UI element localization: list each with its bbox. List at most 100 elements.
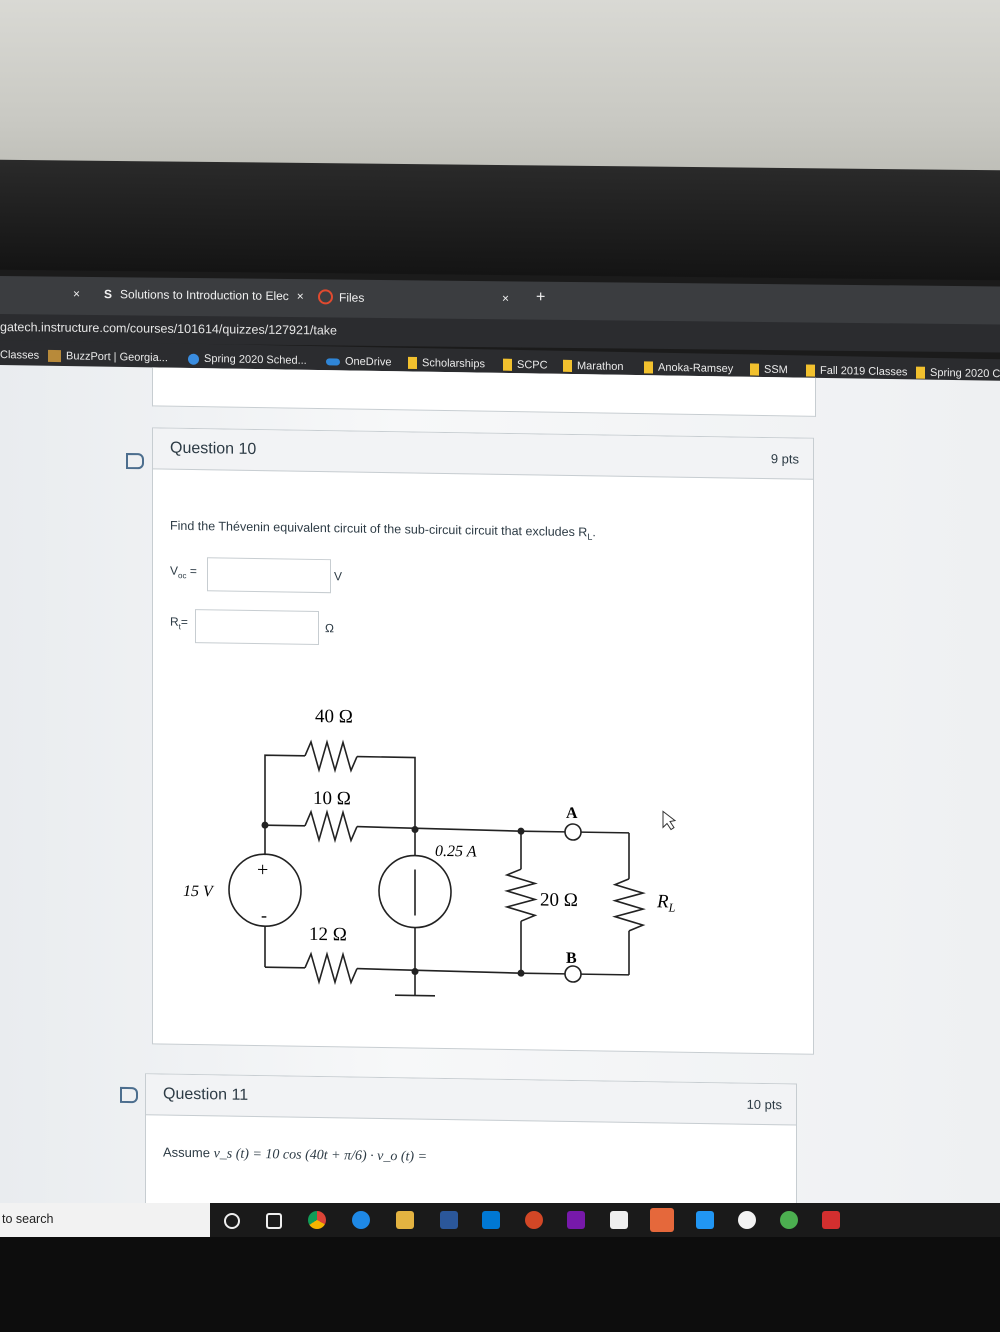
- bookmark-item[interactable]: SSM: [750, 363, 788, 376]
- close-tab-icon[interactable]: ×: [502, 291, 510, 306]
- tab-solutions[interactable]: S Solutions to Introduction to Elec ×: [104, 287, 304, 303]
- bookmark-item[interactable]: Fall 2019 Classes: [806, 364, 907, 378]
- globe-icon: [188, 353, 199, 365]
- mouse-cursor-icon: [662, 810, 677, 831]
- taskbar: to search: [0, 1203, 1000, 1237]
- word-icon[interactable]: [440, 1211, 458, 1229]
- bookmark-item[interactable]: Spring 2020 C: [916, 366, 1000, 380]
- node-dot: [517, 827, 525, 835]
- file-explorer-icon[interactable]: [396, 1211, 414, 1229]
- folder-icon: [503, 358, 512, 371]
- files-ring-icon: [318, 289, 333, 305]
- voc-unit: V: [334, 569, 343, 584]
- url-text: gatech.instructure.com/courses/101614/qu…: [0, 320, 338, 338]
- resistor-40-symbol: [304, 739, 358, 774]
- vscode-icon[interactable]: [696, 1211, 714, 1229]
- wire: [521, 830, 565, 833]
- bookmark-item[interactable]: Scholarships: [408, 356, 485, 370]
- bookmark-item[interactable]: OneDrive: [326, 355, 391, 369]
- source-i-label: 0.25 A: [435, 843, 477, 861]
- new-tab-button[interactable]: +: [536, 288, 546, 306]
- bookmark-item[interactable]: SCPC: [503, 358, 548, 372]
- close-tab-icon[interactable]: ×: [73, 286, 81, 301]
- resistor-20-symbol: [504, 868, 538, 922]
- flag-question-icon[interactable]: [120, 1086, 138, 1104]
- onenote-icon[interactable]: [567, 1211, 585, 1229]
- rt-input[interactable]: [195, 609, 319, 646]
- itunes-icon[interactable]: [738, 1211, 756, 1229]
- edge-icon[interactable]: [352, 1211, 370, 1229]
- s-logo-icon: S: [104, 287, 113, 302]
- rt-label: Rt=: [170, 614, 188, 632]
- wire: [265, 966, 305, 969]
- app-icon[interactable]: [650, 1208, 674, 1232]
- taskbar-search[interactable]: to search: [0, 1203, 210, 1237]
- question-prompt: Assume v_s (t) = 10 cos (40t + π/6) · v_…: [163, 1144, 428, 1165]
- tab-label: Files: [339, 290, 365, 305]
- equation-text: v_s (t) = 10 cos (40t + π/6) · v_o (t) =: [213, 1146, 428, 1165]
- wire: [356, 825, 522, 832]
- folder-icon: [806, 364, 815, 377]
- load-label: RL: [656, 891, 676, 914]
- task-view-icon[interactable]: [266, 1213, 282, 1229]
- question-title: Question 10: [170, 439, 257, 459]
- rt-unit: Ω: [325, 621, 334, 636]
- wire: [581, 973, 629, 976]
- bookmark-item[interactable]: Anoka-Ramsey: [644, 361, 733, 375]
- folder-icon: [408, 356, 417, 370]
- plus-sign: +: [257, 859, 268, 881]
- globe-icon[interactable]: [780, 1211, 798, 1229]
- tab-label: Solutions to Introduction to Elec: [120, 287, 289, 304]
- node-b-label: B: [566, 950, 577, 967]
- wire: [265, 824, 305, 827]
- wire: [581, 831, 629, 834]
- resistor-12-symbol: [304, 951, 358, 986]
- store-icon[interactable]: [610, 1211, 628, 1229]
- powerpoint-icon[interactable]: [525, 1211, 543, 1229]
- minus-sign: -: [261, 905, 267, 925]
- voc-input[interactable]: [207, 557, 331, 594]
- folder-icon: [916, 366, 925, 379]
- onedrive-icon: [326, 357, 340, 366]
- folder-icon: [750, 363, 759, 376]
- folder-icon: [644, 361, 653, 374]
- r3-label: 12 Ω: [309, 924, 347, 946]
- monitor-bezel: [0, 159, 1000, 281]
- source-v-label: 15 V: [183, 883, 215, 901]
- r4-label: 20 Ω: [540, 889, 578, 911]
- ground-symbol: [395, 994, 435, 997]
- bookmark-item[interactable]: Marathon: [563, 359, 623, 373]
- terminal-a: [564, 823, 582, 841]
- wire: [521, 972, 565, 975]
- node-dot: [517, 969, 525, 977]
- wire: [357, 755, 416, 830]
- flag-question-icon[interactable]: [126, 452, 144, 470]
- question-10-box: Question 10 9 pts Find the Thévenin equi…: [152, 427, 814, 1055]
- resistor-10-symbol: [304, 809, 358, 844]
- bookmark-item[interactable]: BuzzPort | Georgia...: [48, 349, 168, 364]
- buzzport-icon: [48, 349, 61, 363]
- question-title: Question 11: [163, 1085, 249, 1104]
- quiz-page: Question 10 9 pts Find the Thévenin equi…: [0, 365, 1000, 1246]
- question-points: 10 pts: [746, 1096, 782, 1113]
- terminal-b: [564, 965, 582, 983]
- bookmark-item[interactable]: Classes: [0, 349, 40, 362]
- folder-icon: [563, 359, 572, 372]
- node-a-label: A: [566, 805, 578, 822]
- node-dot: [411, 826, 419, 834]
- bookmark-item[interactable]: Spring 2020 Sched...: [188, 353, 307, 367]
- question-prompt: Find the Thévenin equivalent circuit of …: [170, 518, 596, 542]
- circuit-diagram: 40 Ω 10 Ω 12 Ω 20 Ω 15 V 0.25 A + - A B …: [183, 706, 677, 997]
- acrobat-icon[interactable]: [822, 1211, 840, 1229]
- r2-label: 10 Ω: [313, 788, 351, 810]
- chrome-icon[interactable]: [308, 1211, 326, 1229]
- voc-label: Voc =: [170, 563, 197, 581]
- tab-files[interactable]: Files: [318, 289, 365, 305]
- node-dot: [261, 821, 269, 829]
- monitor-bottom-bezel: [0, 1237, 1000, 1332]
- node-dot: [411, 968, 419, 976]
- cortana-icon[interactable]: [224, 1213, 240, 1229]
- close-tab-icon[interactable]: ×: [296, 289, 304, 304]
- question-header: Question 11 10 pts: [146, 1074, 796, 1126]
- outlook-icon[interactable]: [482, 1211, 500, 1229]
